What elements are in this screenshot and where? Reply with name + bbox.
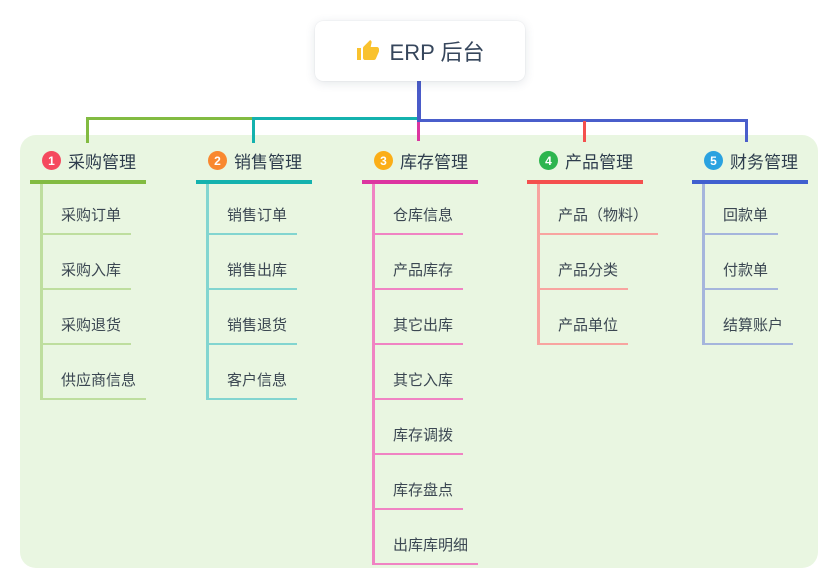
node-product-category[interactable]: 产品分类 [540, 235, 629, 290]
branch-children: 产品（物料） 产品分类 产品单位 [537, 184, 659, 345]
branch-children: 仓库信息 产品库存 其它出库 其它入库 库存调拨 库存盘点 出库库明细 [372, 184, 479, 565]
connector-drop-finance [745, 121, 748, 142]
node-outbound-detail[interactable]: 出库库明细 [375, 510, 479, 565]
node-purchase-order[interactable]: 采购订单 [43, 184, 132, 235]
node-settlement-account[interactable]: 结算账户 [705, 290, 794, 345]
connector-trunk-green [86, 117, 254, 120]
connector-drop-product [583, 121, 586, 142]
node-product-unit[interactable]: 产品单位 [540, 290, 629, 345]
node-receipt-bill[interactable]: 回款单 [705, 184, 779, 235]
node-stock-taking[interactable]: 库存盘点 [375, 455, 464, 510]
branch-purchase: 1 采购管理 采购订单 采购入库 采购退货 供应商信息 [30, 148, 147, 400]
branch-label: 库存管理 [400, 153, 468, 172]
branch-label: 销售管理 [234, 153, 302, 172]
branch-number-badge: 3 [374, 151, 393, 170]
branch-label: 采购管理 [68, 153, 136, 172]
connector-drop-purchase [86, 117, 89, 143]
node-sales-return[interactable]: 销售退货 [209, 290, 298, 345]
branch-number-badge: 4 [539, 151, 558, 170]
branch-number-badge: 5 [704, 151, 723, 170]
node-sales-order[interactable]: 销售订单 [209, 184, 298, 235]
node-sales-outbound[interactable]: 销售出库 [209, 235, 298, 290]
branch-inventory: 3 库存管理 仓库信息 产品库存 其它出库 其它入库 库存调拨 库存盘点 出库库… [362, 148, 479, 565]
connector-drop-inventory [417, 121, 420, 141]
branch-number-badge: 2 [208, 151, 227, 170]
branch-label: 产品管理 [565, 153, 633, 172]
branch-number-badge: 1 [42, 151, 61, 170]
node-product-material[interactable]: 产品（物料） [540, 184, 659, 235]
branch-heading-finance[interactable]: 5 财务管理 [692, 148, 808, 184]
branches-panel [20, 135, 818, 568]
branch-label: 财务管理 [730, 153, 798, 172]
branch-heading-purchase[interactable]: 1 采购管理 [30, 148, 146, 184]
node-payment-bill[interactable]: 付款单 [705, 235, 779, 290]
node-customer-info[interactable]: 客户信息 [209, 345, 298, 400]
node-stock-transfer[interactable]: 库存调拨 [375, 400, 464, 455]
branch-heading-product[interactable]: 4 产品管理 [527, 148, 643, 184]
node-warehouse-info[interactable]: 仓库信息 [375, 184, 464, 235]
node-other-outbound[interactable]: 其它出库 [375, 290, 464, 345]
branch-children: 采购订单 采购入库 采购退货 供应商信息 [40, 184, 147, 400]
connector-trunk-teal [252, 117, 419, 120]
connector-trunk-blue [417, 119, 748, 122]
branch-heading-sales[interactable]: 2 销售管理 [196, 148, 312, 184]
branch-finance: 5 财务管理 回款单 付款单 结算账户 [692, 148, 808, 345]
branch-children: 销售订单 销售出库 销售退货 客户信息 [206, 184, 298, 400]
node-product-stock[interactable]: 产品库存 [375, 235, 464, 290]
branch-sales: 2 销售管理 销售订单 销售出库 销售退货 客户信息 [196, 148, 312, 400]
thumbs-up-icon [356, 40, 379, 60]
node-purchase-inbound[interactable]: 采购入库 [43, 235, 132, 290]
node-supplier-info[interactable]: 供应商信息 [43, 345, 147, 400]
branch-product: 4 产品管理 产品（物料） 产品分类 产品单位 [527, 148, 659, 345]
connector-drop-sales [252, 117, 255, 143]
node-purchase-return[interactable]: 采购退货 [43, 290, 132, 345]
root-node-erp[interactable]: ERP 后台 [315, 21, 525, 81]
branch-heading-inventory[interactable]: 3 库存管理 [362, 148, 478, 184]
connector-root-stem [417, 81, 421, 122]
branch-children: 回款单 付款单 结算账户 [702, 184, 794, 345]
root-title: ERP 后台 [389, 40, 485, 65]
node-other-inbound[interactable]: 其它入库 [375, 345, 464, 400]
